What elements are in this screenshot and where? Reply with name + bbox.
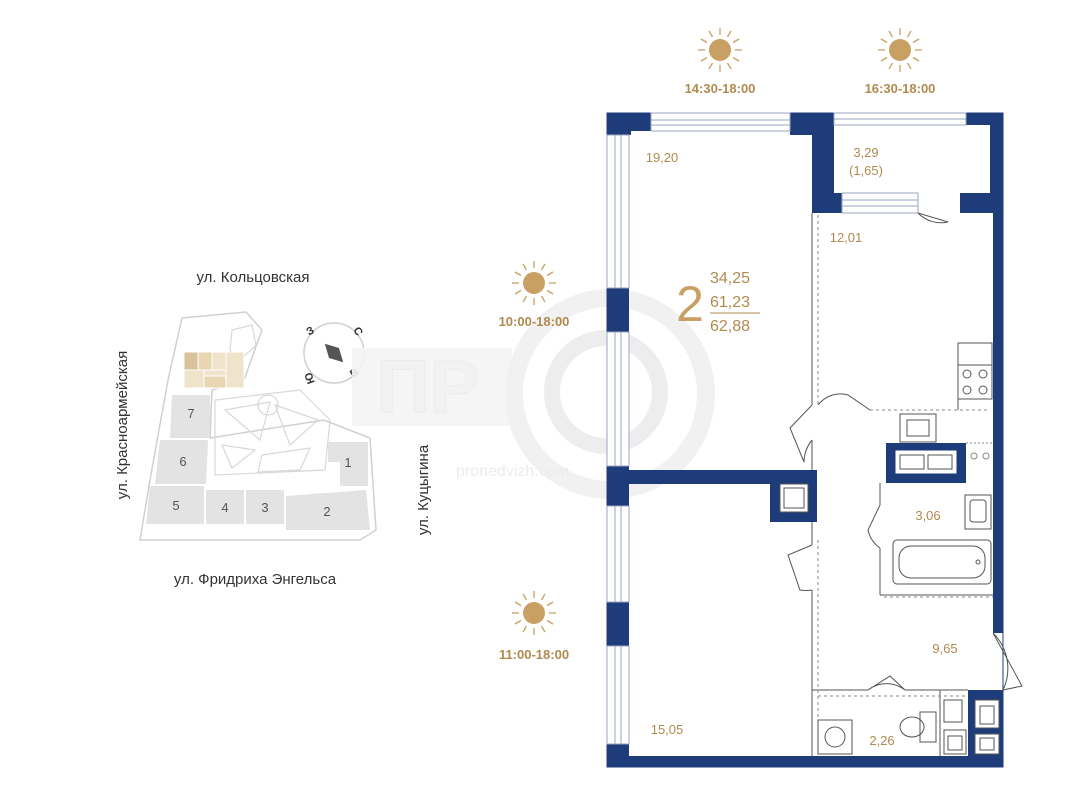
bathroom-sink-icon: [964, 494, 992, 530]
total-area-with-balcony: 62,88: [710, 318, 750, 335]
section-label: 1: [344, 455, 351, 470]
insolation-time: 16:30-18:00: [865, 81, 936, 96]
area-bathroom: 3,06: [915, 508, 940, 523]
area-balcony: 3,29: [853, 145, 878, 160]
stove-icon: [957, 364, 993, 400]
interior-lines: [811, 213, 993, 756]
watermark-text: pronedvizh.com: [456, 463, 569, 480]
dashed-lines: [817, 215, 993, 756]
compass-west: З: [305, 324, 317, 338]
highlighted-section: [183, 351, 245, 389]
compass-north: С: [350, 325, 364, 338]
section-1: [328, 442, 368, 486]
kitchen-sink-icon: [899, 413, 937, 443]
area-balcony-reduced: (1,65): [849, 163, 883, 178]
shaft-icon: [779, 483, 809, 513]
section-4: [206, 490, 244, 524]
svg-text:ПР: ПР: [377, 345, 480, 428]
washing-machine-icon: [817, 719, 853, 755]
section-label: 7: [187, 406, 194, 421]
sun-icon: [512, 591, 556, 635]
fixtures: [779, 342, 1000, 755]
section-2: [286, 490, 370, 530]
bathtub-icon: [892, 539, 992, 585]
compass-south: Ю: [303, 371, 318, 386]
building-sections: [146, 351, 370, 530]
street-east: ул. Куцыгина: [415, 444, 432, 535]
toilet-icon: [919, 711, 937, 743]
sun-icon: [878, 28, 922, 72]
section-label: 4: [221, 500, 228, 515]
section-3: [246, 490, 284, 524]
insolation-time: 11:00-18:00: [499, 647, 569, 662]
area-room-top: 19,20: [646, 150, 679, 165]
windows: [606, 112, 967, 745]
section-6: [155, 440, 208, 484]
site-boundary: [139, 311, 377, 541]
section-label: 6: [179, 454, 186, 469]
section-label: 5: [172, 498, 179, 513]
street-west: ул. Красноармейская: [114, 351, 131, 499]
rooms-count: 2: [676, 276, 704, 332]
insolation-time: 14:30-18:00: [685, 81, 756, 96]
doors: [787, 212, 1023, 691]
section-label: 3: [261, 500, 268, 515]
sun-icon: [512, 261, 556, 305]
site-plan: 7 6 5 4 3 2 1 ул. Кольцовская ул. Красно…: [114, 269, 432, 588]
street-south: ул. Фридриха Энгельса: [174, 571, 337, 588]
sun-icons: [512, 28, 922, 635]
street-north: ул. Кольцовская: [197, 269, 310, 286]
apartment-plan: 19,20 3,29 (1,65) 12,01 3,06 9,65 2,26 1…: [606, 112, 1023, 768]
small-sink-icon: [943, 699, 963, 723]
courtyard-paths: [214, 324, 331, 476]
sun-icon: [698, 28, 742, 72]
section-7: [170, 395, 210, 438]
living-area: 34,25: [710, 270, 750, 287]
kitchen-counter-icon: [895, 450, 957, 474]
area-kitchen: 12,01: [830, 230, 863, 245]
walls: [607, 113, 1003, 767]
section-5: [146, 486, 204, 524]
area-hall: 9,65: [932, 641, 957, 656]
compass-needle-icon: [324, 343, 344, 363]
area-room-bottom: 15,05: [651, 722, 684, 737]
total-area: 61,23: [710, 294, 750, 311]
section-label: 2: [323, 504, 330, 519]
area-toilet: 2,26: [869, 733, 894, 748]
insolation-time: 10:00-18:00: [499, 314, 570, 329]
